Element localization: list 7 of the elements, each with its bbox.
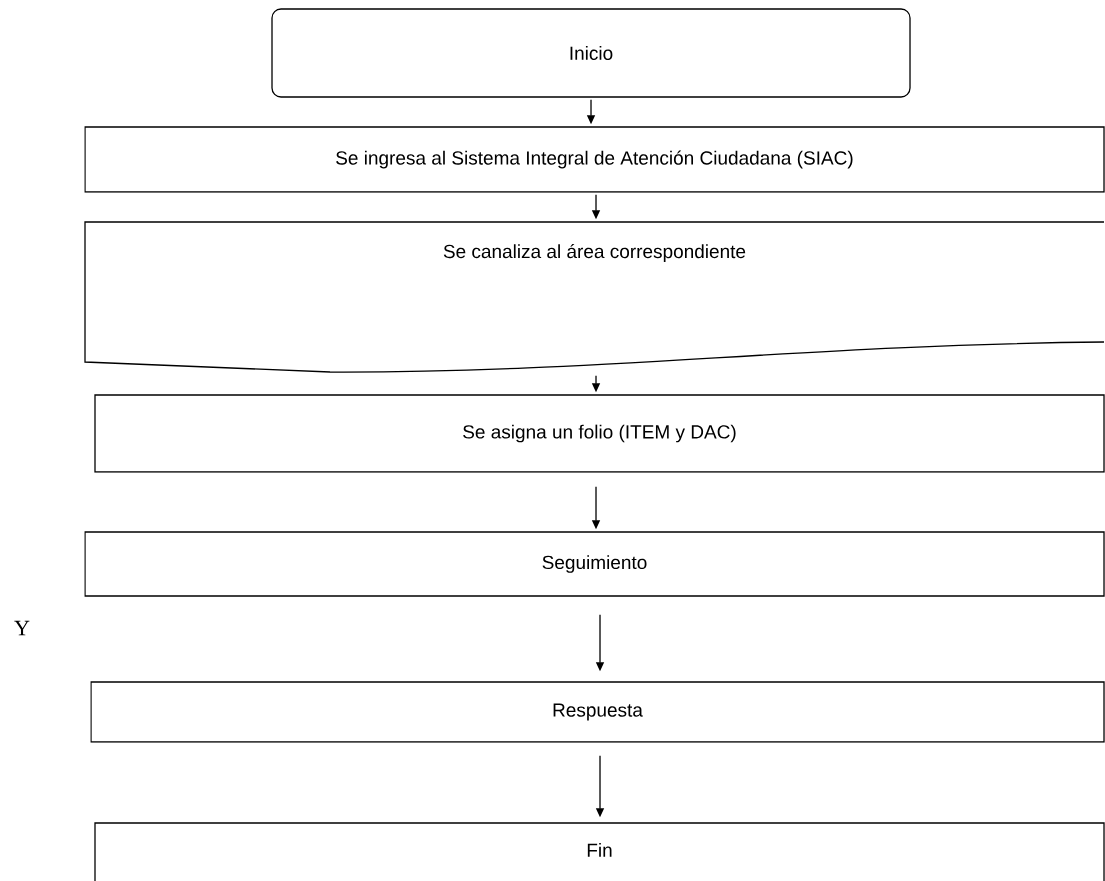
process-box: Respuesta [90, 681, 1105, 743]
process-box: Se asigna un folio (ITEM y DAC) [94, 394, 1105, 473]
side-letter: Y [14, 620, 30, 636]
process-box: Seguimiento [84, 531, 1105, 597]
start-box: Inicio [271, 8, 911, 98]
process-box: Se ingresa al Sistema Integral de Atención Ciudadana (SIAC) [84, 126, 1105, 193]
process-box: Fin [94, 822, 1105, 881]
